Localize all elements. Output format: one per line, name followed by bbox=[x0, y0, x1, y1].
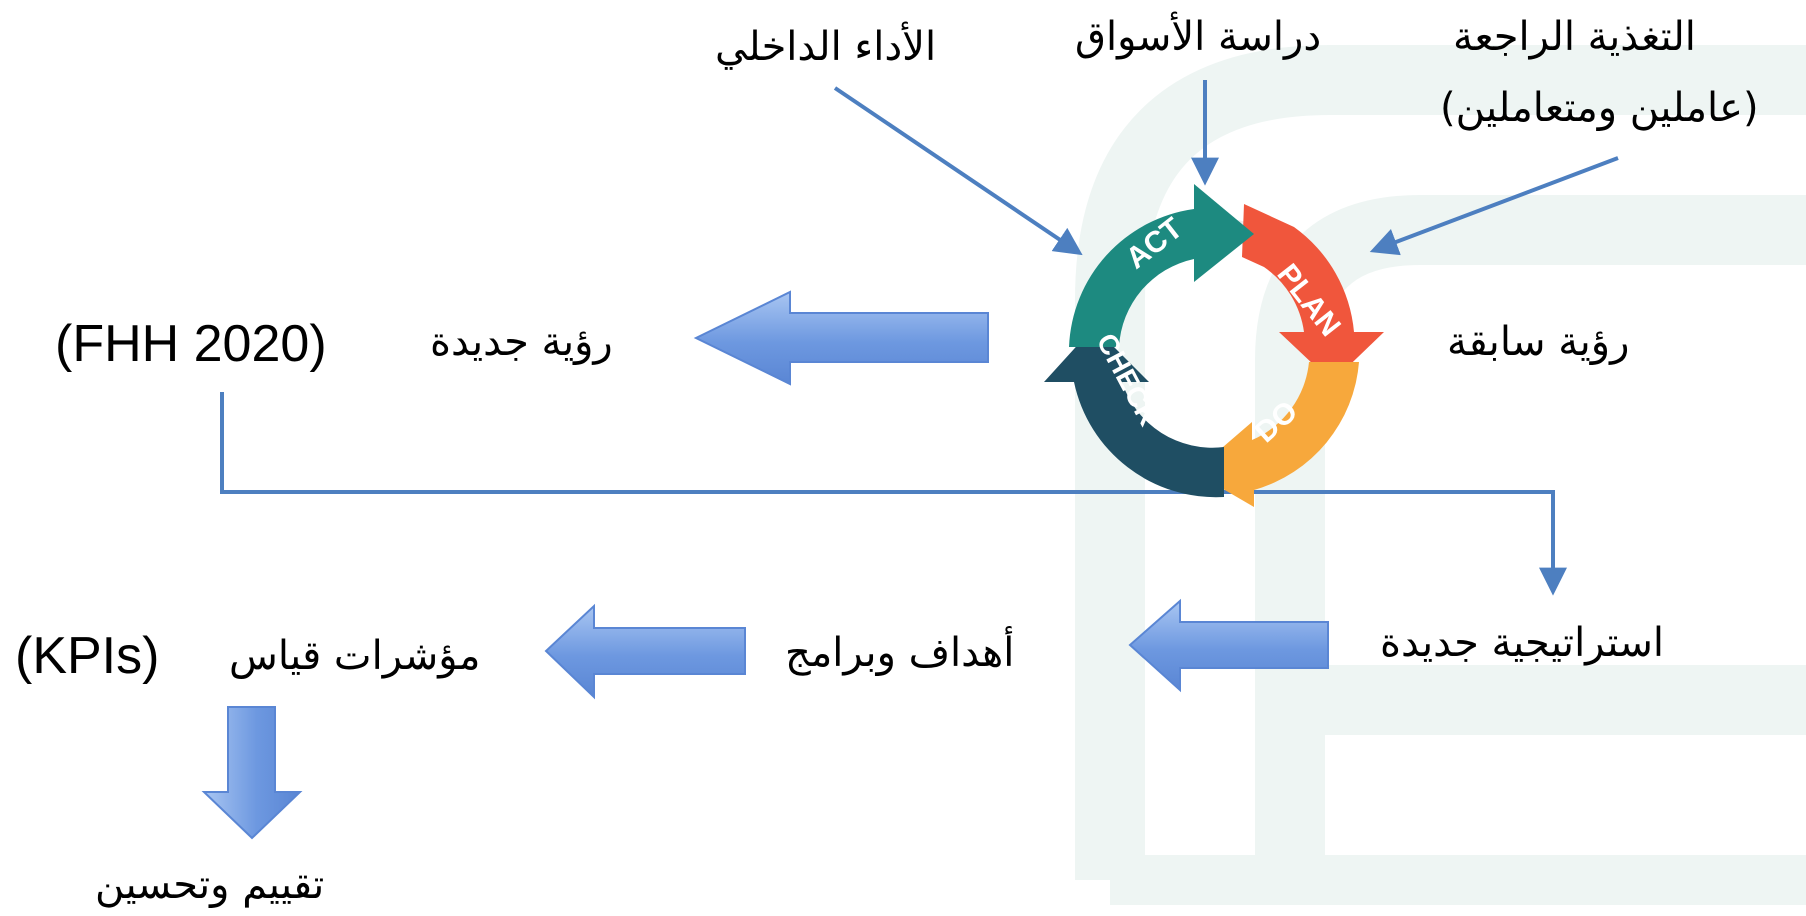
feedback-label-line2: (عاملين ومتعاملين) bbox=[1440, 85, 1759, 131]
new-strategy-label: استراتيجية جديدة bbox=[1380, 620, 1664, 666]
goals-programs-label: أهداف وبرامج bbox=[785, 630, 1015, 676]
vision-block-arrow bbox=[693, 290, 989, 386]
vision-to-strategy-connector bbox=[220, 392, 1567, 596]
new-vision-label: رؤية جديدة bbox=[430, 319, 613, 365]
goals-block-arrow bbox=[544, 603, 746, 700]
kpis-english-label: (KPIs) bbox=[15, 627, 160, 685]
feedback-label-line1: التغذية الراجعة bbox=[1453, 14, 1696, 60]
internal-performance-label: الأداء الداخلي bbox=[715, 24, 937, 70]
previous-vision-label: رؤية سابقة bbox=[1447, 319, 1630, 365]
new-vision-code: (FHH 2020) bbox=[55, 315, 327, 373]
kpis-arabic-label: مؤشرات قياس bbox=[229, 633, 481, 679]
internal-performance-arrow bbox=[833, 86, 1083, 256]
market-study-label: دراسة الأسواق bbox=[1075, 14, 1322, 60]
act-segment bbox=[1069, 184, 1254, 347]
do-segment bbox=[1194, 362, 1359, 507]
plan-segment bbox=[1242, 204, 1384, 382]
strategy-block-arrow bbox=[1128, 598, 1329, 693]
kpi-block-arrow bbox=[201, 706, 303, 840]
evaluation-label: تقييم وتحسين bbox=[95, 862, 325, 908]
feedback-arrow bbox=[1369, 156, 1619, 256]
check-segment bbox=[1044, 327, 1224, 498]
